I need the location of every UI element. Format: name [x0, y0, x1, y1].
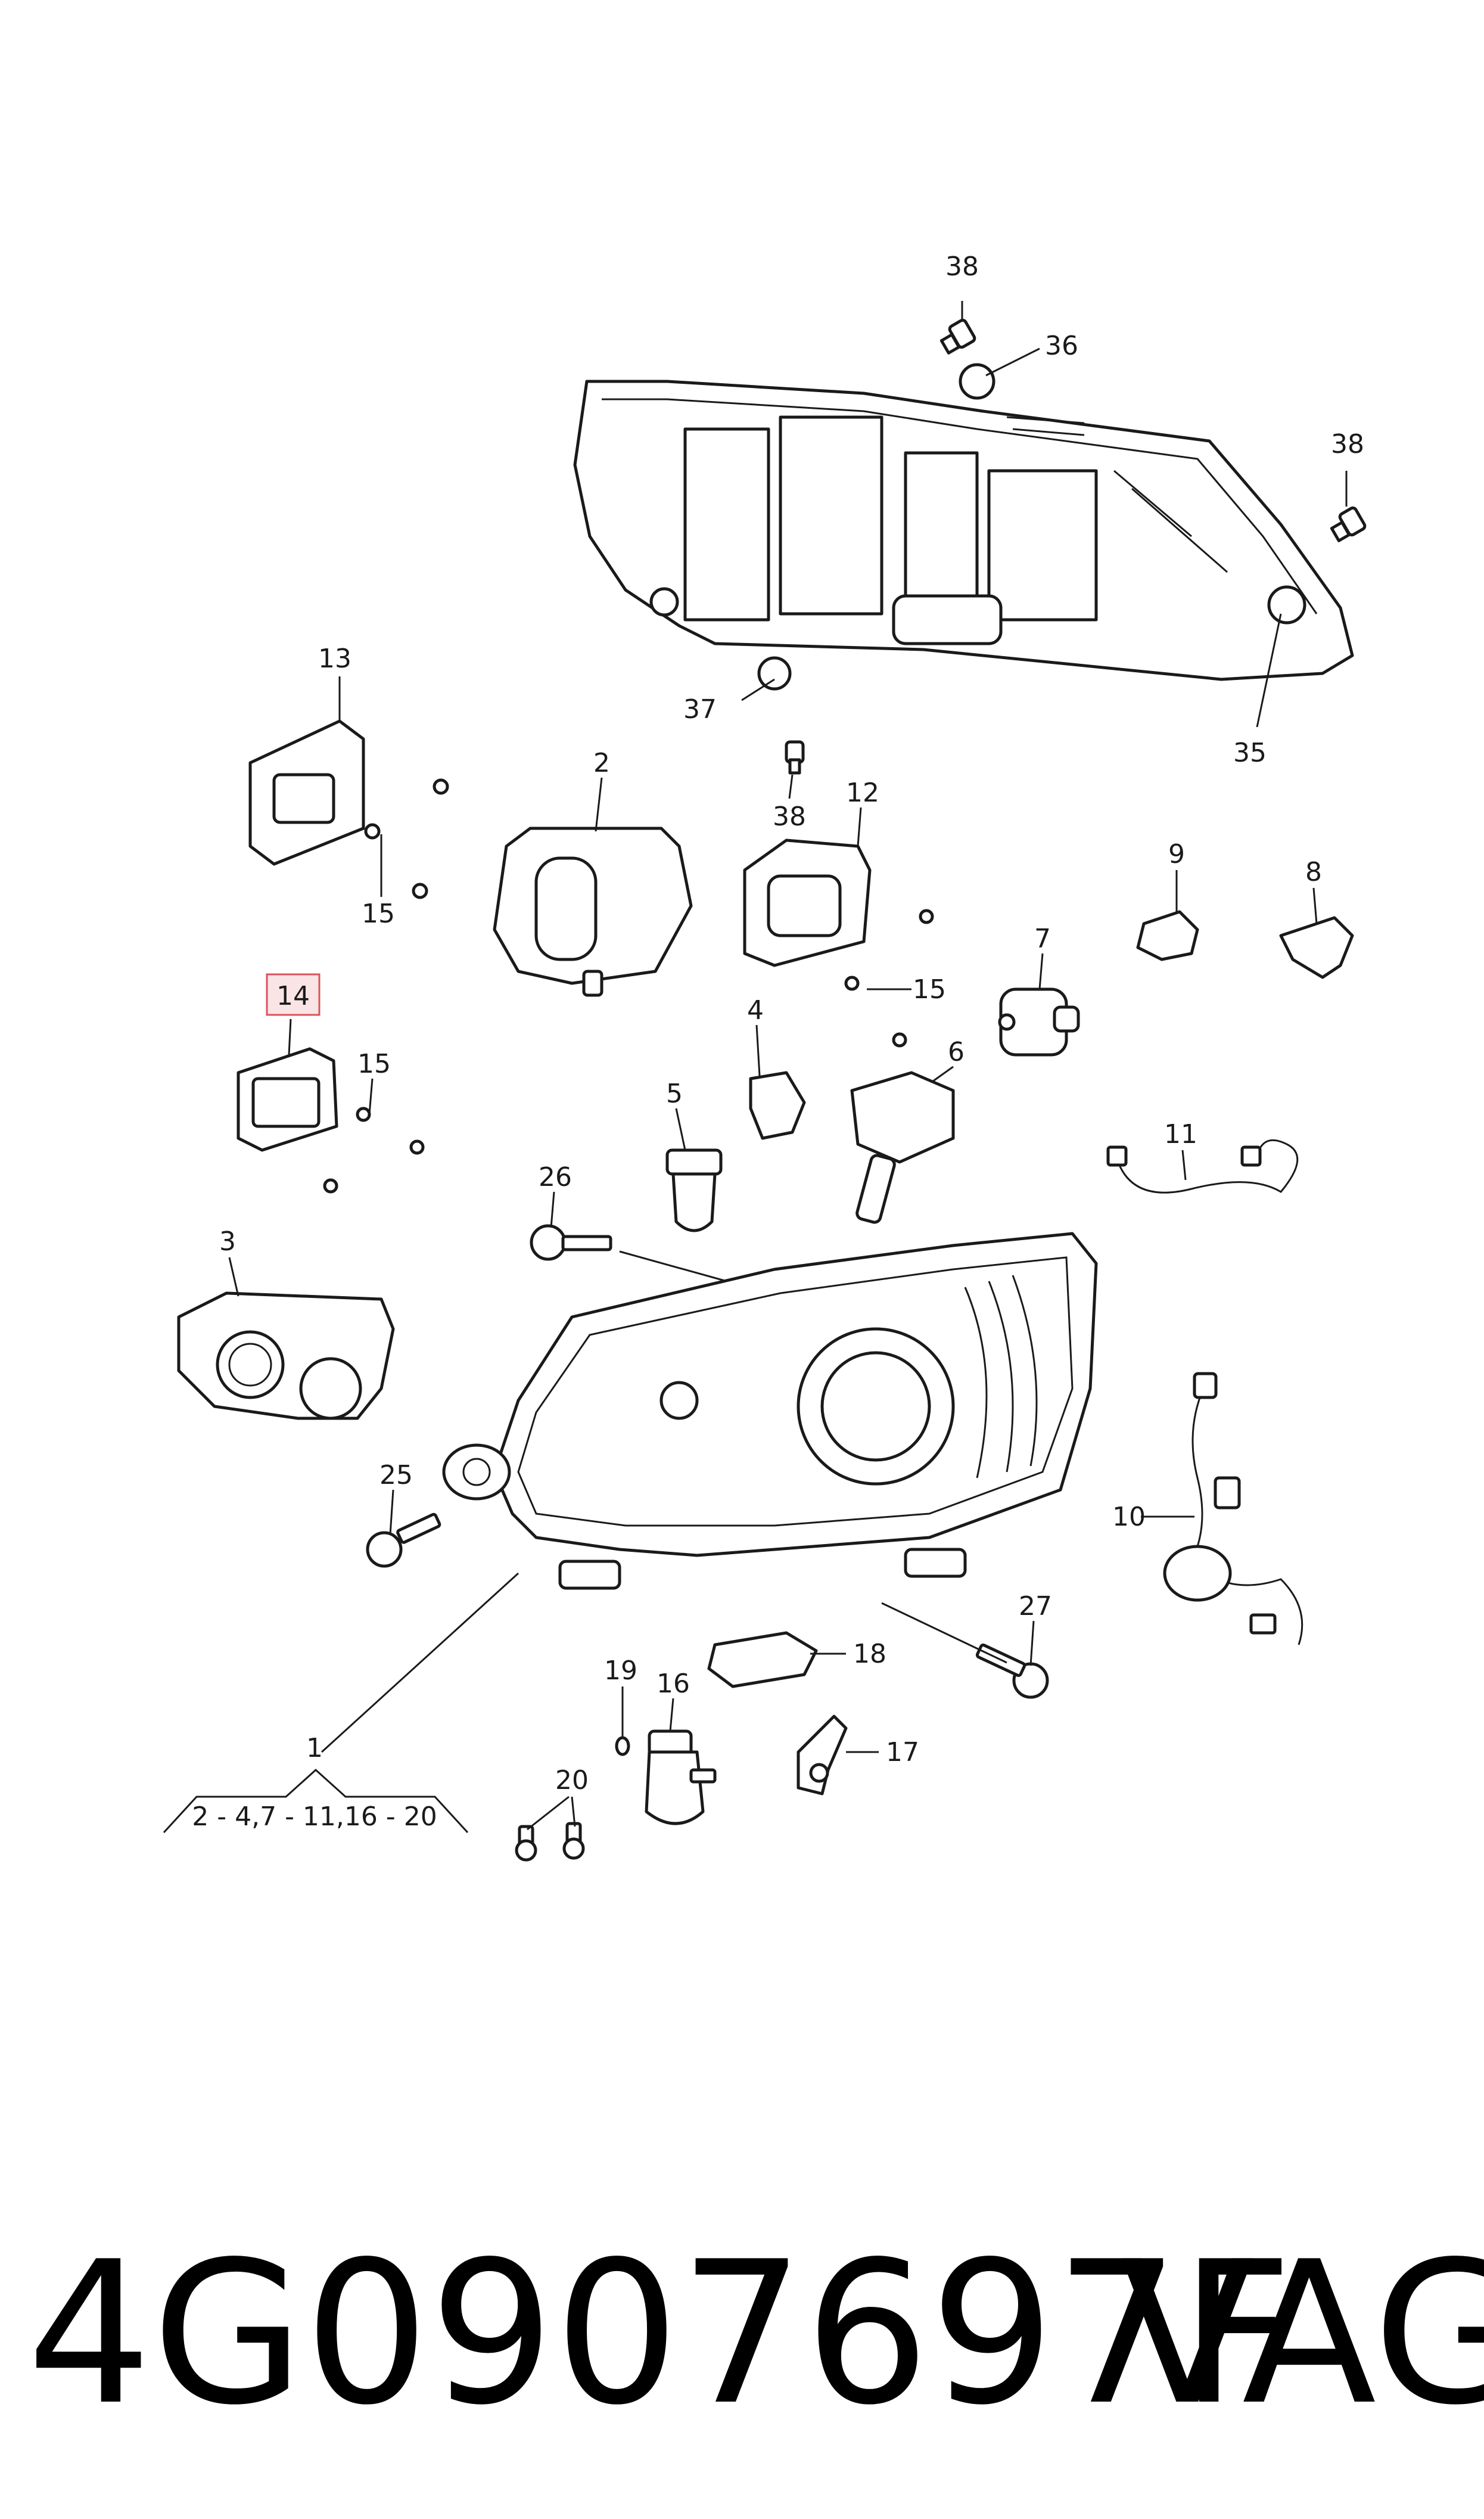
screw-38-top [939, 318, 976, 355]
part-4-bulb-holder [749, 1071, 806, 1140]
callout-6: 6 [948, 1037, 965, 1067]
main-headlight [442, 1232, 1098, 1590]
part-20-screws [515, 1822, 585, 1862]
leader-lines [163, 301, 1348, 1834]
part-18-cap [707, 1631, 818, 1688]
small-screws-13 [364, 778, 449, 899]
callout-16: 16 [657, 1669, 690, 1699]
part-10-wiring-harness [1163, 1372, 1303, 1645]
callout-19: 19 [604, 1655, 637, 1686]
callout-27: 27 [1019, 1591, 1052, 1622]
callout-15-c: 15 [357, 1049, 391, 1079]
small-screw-d [356, 1107, 371, 1122]
part-9-clip [1136, 910, 1199, 961]
callout-38-right: 38 [1331, 429, 1364, 459]
callout-2: 2 [593, 748, 610, 778]
callout-8: 8 [1305, 857, 1322, 887]
screw-38-right [1330, 506, 1367, 542]
part-19-oring [615, 1736, 630, 1756]
callout-5: 5 [666, 1079, 683, 1109]
small-screw-b [844, 976, 860, 991]
part-27-bolt [975, 1643, 1049, 1699]
part-12-control-unit [743, 838, 872, 967]
callout-26: 26 [539, 1162, 572, 1192]
callout-38-top: 38 [945, 251, 979, 282]
callout-12: 12 [846, 778, 879, 808]
small-screw-c [892, 1032, 907, 1048]
part-11-cable [1106, 1139, 1299, 1194]
callout-11: 11 [1164, 1119, 1197, 1150]
part-25-bolt [366, 1512, 441, 1568]
callout-36: 36 [1045, 331, 1078, 361]
part-14-control-unit [237, 1047, 338, 1152]
part-13-control-unit [248, 719, 365, 866]
part-7-motor [998, 987, 1080, 1057]
small-screw-f [323, 1178, 338, 1194]
part-3-bracket [177, 1291, 395, 1420]
callout-4: 4 [747, 995, 764, 1026]
callout-9: 9 [1168, 839, 1185, 869]
callout-25: 25 [379, 1460, 413, 1490]
callout-17: 17 [886, 1737, 919, 1768]
screw-38-middle [785, 740, 805, 775]
callout-38-middle: 38 [773, 802, 806, 832]
callout-15-b: 15 [913, 974, 946, 1005]
callout-14: 14 [276, 981, 310, 1011]
callout-1: 1 [306, 1733, 323, 1763]
small-screw-a [919, 909, 934, 924]
callout-13: 13 [318, 644, 351, 674]
part-6-xenon-bulb [850, 1071, 955, 1224]
rear-headlight-housing [573, 363, 1354, 691]
callout-37: 37 [683, 694, 717, 725]
brand-name: VAG [1120, 2219, 1484, 2448]
callout-35: 35 [1233, 738, 1267, 768]
callout-18: 18 [853, 1639, 886, 1669]
part-number: 4G0907697F [27, 2219, 1293, 2448]
part-2-housing-bracket [493, 827, 693, 997]
callout-20: 20 [555, 1765, 589, 1796]
part-26-bolt [530, 1224, 612, 1261]
part-17-bracket [797, 1714, 848, 1796]
part-5-bulb [665, 1148, 723, 1232]
part-8-bracket [1279, 916, 1354, 979]
callout-labels: 38 36 38 37 35 13 2 38 12 9 8 15 7 15 14… [192, 251, 1364, 1832]
callout-14-highlight [266, 973, 321, 1016]
part-16-socket [645, 1729, 717, 1825]
callout-15-a: 15 [362, 899, 395, 929]
callout-10: 10 [1112, 1502, 1146, 1532]
group-range-label: 2 - 4,7 - 11,16 - 20 [192, 1801, 437, 1832]
small-screw-e [409, 1139, 425, 1155]
callout-3: 3 [219, 1226, 236, 1257]
callout-7: 7 [1034, 924, 1051, 954]
